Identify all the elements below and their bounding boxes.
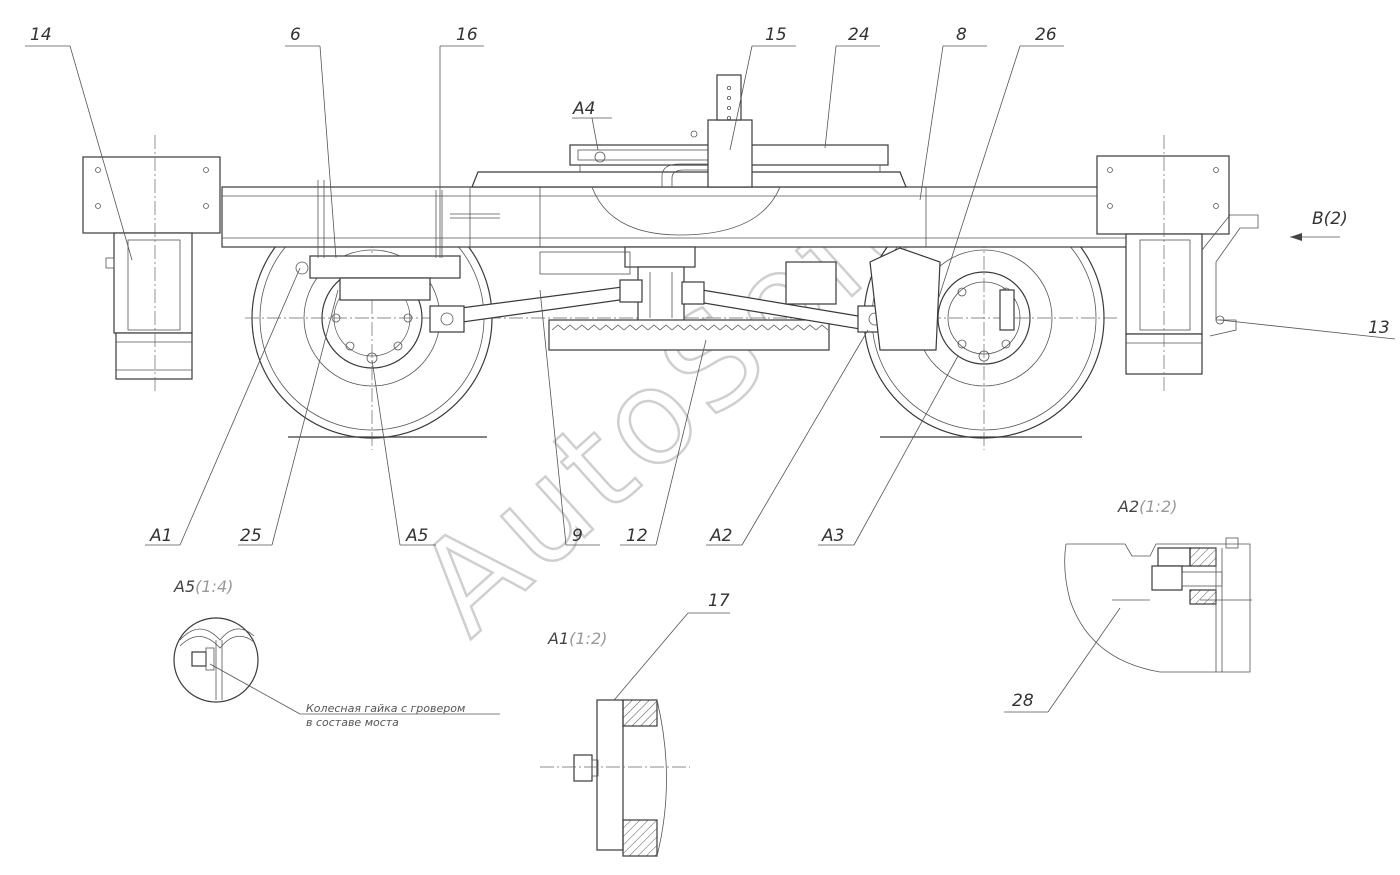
detail-a5: A5(1:4) Колесная гайка с гровером в сост… <box>173 577 500 729</box>
callout-b2: B(2) <box>1312 209 1348 229</box>
right-axle-bracket <box>785 247 1015 351</box>
callout-24: 24 <box>848 25 870 45</box>
callout-a3: A3 <box>821 526 844 546</box>
callout-25: 25 <box>240 526 262 546</box>
detail-a2-scale: (1:2) <box>1139 497 1177 516</box>
detail-a2: A2(1:2) 28 <box>1004 497 1252 713</box>
callout-a4: A4 <box>572 99 595 119</box>
note-line-1: Колесная гайка с гровером <box>306 702 465 715</box>
callout-14: 14 <box>30 25 52 45</box>
svg-text:A1(1:2): A1(1:2) <box>547 629 607 648</box>
callout-labels: 14 6 16 15 24 8 26 A4 B(2) 13 A1 25 A5 9… <box>30 25 1390 546</box>
callout-8: 8 <box>956 25 967 45</box>
callout-16: 16 <box>456 25 478 45</box>
callout-9: 9 <box>572 526 583 546</box>
reaction-rods <box>429 279 893 333</box>
turntable-assembly <box>471 74 907 236</box>
main-frame <box>221 186 1143 248</box>
detail-a5-scale: (1:4) <box>195 577 233 596</box>
callout-a2: A2 <box>709 526 732 546</box>
callout-17: 17 <box>708 591 730 611</box>
callout-26: 26 <box>1035 25 1057 45</box>
detail-a2-name: A2 <box>1117 497 1139 516</box>
callout-a5: A5 <box>405 526 428 546</box>
callout-6: 6 <box>290 25 301 45</box>
detail-a1-scale: (1:2) <box>569 629 607 648</box>
left-axle-bracket <box>295 180 461 301</box>
leader-lines <box>25 45 1396 546</box>
callout-a1: A1 <box>149 526 172 546</box>
left-support-leg <box>82 135 221 392</box>
central-balancer <box>539 246 830 351</box>
note-line-2: в составе моста <box>306 716 399 729</box>
detail-a5-name: A5 <box>173 577 195 596</box>
right-support-leg <box>1096 135 1259 392</box>
callout-12: 12 <box>626 526 648 546</box>
callout-15: 15 <box>765 25 787 45</box>
detail-a1-name: A1 <box>547 629 569 648</box>
svg-text:A5(1:4): A5(1:4) <box>173 577 233 596</box>
callout-13: 13 <box>1368 318 1390 338</box>
svg-text:A2(1:2): A2(1:2) <box>1117 497 1177 516</box>
callout-28: 28 <box>1012 691 1034 711</box>
detail-a1: A1(1:2) 17 <box>540 591 730 857</box>
